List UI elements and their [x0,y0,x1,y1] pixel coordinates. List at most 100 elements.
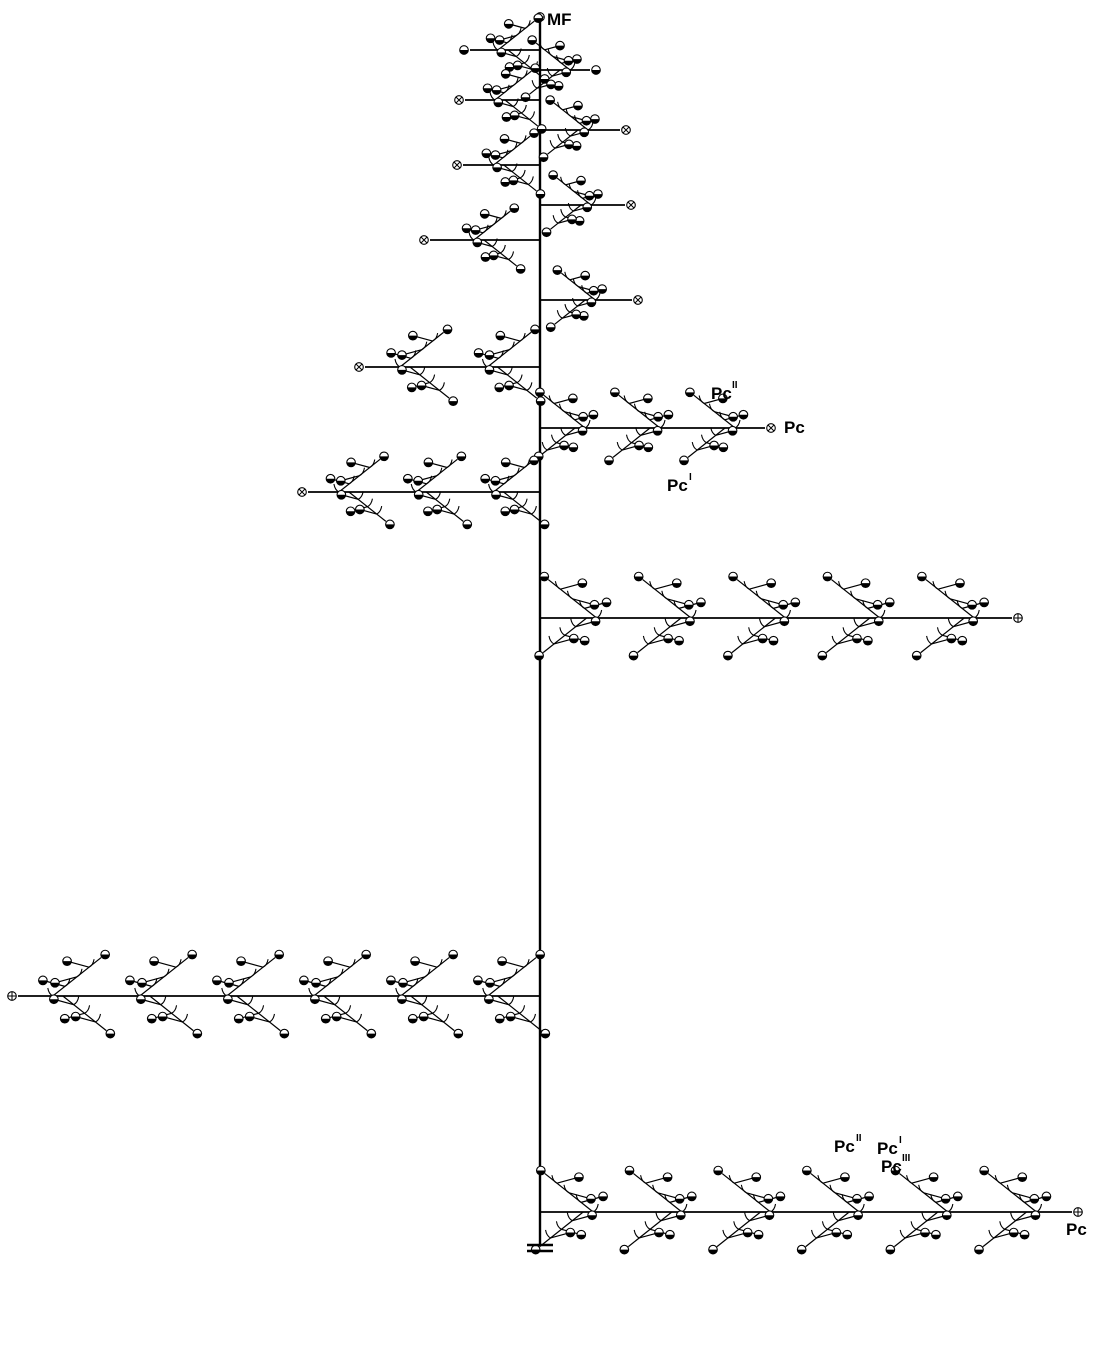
plus-flower-icon [8,992,17,1001]
half-filled-flower-icon [449,950,458,959]
half-filled-flower-icon [63,957,72,966]
half-filled-flower-icon [728,426,737,435]
half-filled-flower-icon [312,978,321,987]
half-filled-flower-icon [861,579,870,588]
half-filled-flower-icon [528,36,537,45]
half-filled-flower-icon [50,995,59,1004]
crossed-flower-icon [634,296,643,305]
half-filled-flower-icon [501,458,510,467]
half-filled-flower-icon [947,634,956,643]
half-filled-flower-icon [823,572,832,581]
half-filled-flower-icon [457,452,466,461]
half-filled-flower-icon [583,203,592,212]
half-filled-flower-icon [537,1166,546,1175]
half-filled-flower-icon [1031,1211,1040,1220]
base-symbol [527,1212,553,1251]
bract-tick [508,251,513,259]
label-pc-prime-lower-mark: I [899,1135,902,1146]
bract-tick [734,1221,739,1229]
half-filled-flower-icon [587,298,596,307]
half-filled-flower-icon [975,1245,984,1254]
label-pc-prime-lower: Pc [877,1139,898,1158]
bract-tick [922,1213,927,1221]
half-filled-flower-icon [398,351,407,360]
bract-tick [420,367,425,375]
half-filled-flower-icon [664,634,673,643]
half-filled-flower-icon [213,976,222,985]
bract-tick [900,1230,905,1238]
half-filled-flower-icon [958,636,967,645]
half-filled-flower-icon [540,520,549,529]
half-filled-flower-icon [620,1245,629,1254]
bract-tick [552,435,557,443]
half-filled-flower-icon [158,1012,167,1021]
half-filled-flower-icon [486,34,495,43]
bract-tick [507,367,512,375]
half-filled-flower-icon [101,950,110,959]
half-filled-flower-icon [666,1230,675,1239]
half-filled-flower-icon [321,1014,330,1023]
half-filled-flower-icon [540,572,549,581]
half-filled-flower-icon [791,598,800,607]
half-filled-flower-icon [106,1029,115,1038]
bract-tick [560,627,565,635]
label-pc-double-upper-mark: II [732,380,738,391]
half-filled-flower-icon [225,978,234,987]
crossed-flower-icon [420,236,429,245]
half-filled-flower-icon [398,366,407,375]
half-filled-flower-icon [193,1029,202,1038]
half-filled-flower-icon [506,1012,515,1021]
half-filled-flower-icon [536,190,545,199]
half-filled-flower-icon [818,651,827,660]
half-filled-flower-icon [362,950,371,959]
bract-tick [553,215,558,223]
half-filled-flower-icon [536,388,545,397]
label-pc-double-lower-mark: II [856,1133,862,1144]
plus-flower-icon [1074,1208,1083,1217]
bract-tick [989,1230,994,1238]
half-filled-flower-icon [535,651,544,660]
bract-tick [269,1014,274,1022]
bract-tick [528,176,533,184]
half-filled-flower-icon [498,957,507,966]
half-filled-flower-icon [510,505,519,514]
half-filled-flower-icon [918,572,927,581]
half-filled-flower-icon [743,1228,752,1237]
half-filled-flower-icon [471,226,480,235]
half-filled-flower-icon [510,111,519,120]
bract-tick [531,506,536,514]
bract-tick [161,997,166,1005]
bract-tick [948,619,953,627]
half-filled-flower-icon [541,1029,550,1038]
half-filled-flower-icon [565,140,574,149]
half-filled-flower-icon [635,441,644,450]
half-filled-flower-icon [419,1012,428,1021]
half-filled-flower-icon [530,456,539,465]
half-filled-flower-icon [482,149,491,158]
half-filled-flower-icon [60,1014,69,1023]
half-filled-flower-icon [843,1230,852,1239]
half-filled-flower-icon [280,1029,289,1038]
half-filled-flower-icon [332,1012,341,1021]
half-filled-flower-icon [71,1012,80,1021]
half-filled-flower-icon [724,651,733,660]
bract-tick [367,499,372,507]
half-filled-flower-icon [387,349,396,358]
half-filled-flower-icon [581,271,590,280]
bract-tick [422,997,427,1005]
bract-tick [760,619,765,627]
plus-flower-icon [1014,614,1023,623]
bract-tick [443,1014,448,1022]
half-filled-flower-icon [300,976,309,985]
half-filled-flower-icon [672,579,681,588]
label-pc-double-lower: Pc [834,1137,855,1156]
half-filled-flower-icon [483,84,492,93]
bract-tick [911,1221,916,1229]
half-filled-flower-icon [685,600,694,609]
half-filled-flower-icon [942,1211,951,1220]
half-filled-flower-icon [494,98,503,107]
half-filled-flower-icon [653,426,662,435]
half-filled-flower-icon [921,1228,930,1237]
half-filled-flower-icon [969,617,978,626]
half-filled-flower-icon [224,995,233,1004]
